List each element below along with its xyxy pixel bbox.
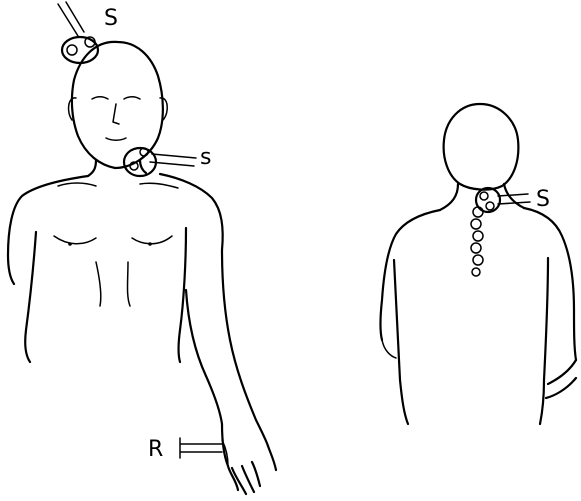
vertebra-2 xyxy=(471,219,481,229)
front-figure: S s R xyxy=(8,2,276,494)
vertebra-6 xyxy=(472,268,480,276)
back-figure: S xyxy=(381,104,577,424)
front-right-clavicle xyxy=(140,183,178,188)
vertebra-5 xyxy=(473,255,483,265)
vertebra-3 xyxy=(473,231,483,241)
vertebra-1 xyxy=(473,207,483,217)
front-left-torso-side xyxy=(25,232,36,362)
front-right-torso-side xyxy=(179,228,187,362)
back-right-shoulder xyxy=(524,208,576,360)
front-left-pectoral xyxy=(54,236,96,244)
back-electrode-wire xyxy=(498,194,530,204)
front-mouth xyxy=(106,138,126,140)
front-rib-line xyxy=(96,262,130,306)
vertebra-4 xyxy=(471,243,481,253)
back-head-outline xyxy=(444,104,519,190)
back-left-elbow xyxy=(382,340,396,358)
neck-electrode-label: s xyxy=(200,145,211,170)
back-electrode-label: S xyxy=(536,187,550,212)
front-left-eye xyxy=(92,97,108,99)
front-head-outline xyxy=(72,42,163,168)
back-electrode-ring-2 xyxy=(486,202,494,210)
wrist-electrode-wire xyxy=(180,438,222,458)
front-right-arm-inner xyxy=(186,290,222,424)
wrist-electrode-label: R xyxy=(148,437,163,462)
back-left-shoulder xyxy=(381,210,441,340)
back-right-torso xyxy=(540,258,548,424)
back-neck-left xyxy=(440,184,458,210)
front-right-eye xyxy=(124,97,140,99)
front-left-clavicle xyxy=(58,183,96,186)
front-right-pectoral xyxy=(132,236,172,244)
front-right-nipple xyxy=(148,242,152,246)
front-neck-left xyxy=(88,160,96,176)
front-nose xyxy=(113,104,119,124)
head-electrode-label: S xyxy=(104,6,118,31)
front-left-shoulder-arm xyxy=(8,176,88,284)
wrist-electrode: R xyxy=(148,437,222,462)
back-spine xyxy=(471,207,483,276)
back-left-torso xyxy=(394,260,408,424)
front-right-hand xyxy=(222,424,276,494)
back-electrode-disc xyxy=(476,188,500,212)
back-right-arm xyxy=(546,360,576,398)
head-electrode-wire xyxy=(58,2,84,36)
back-electrode-ring-1 xyxy=(480,192,488,200)
front-right-arm-outer xyxy=(222,250,268,446)
front-left-nipple xyxy=(68,242,72,246)
front-neck-right xyxy=(140,160,146,173)
head-electrode-left-ring xyxy=(67,45,77,55)
